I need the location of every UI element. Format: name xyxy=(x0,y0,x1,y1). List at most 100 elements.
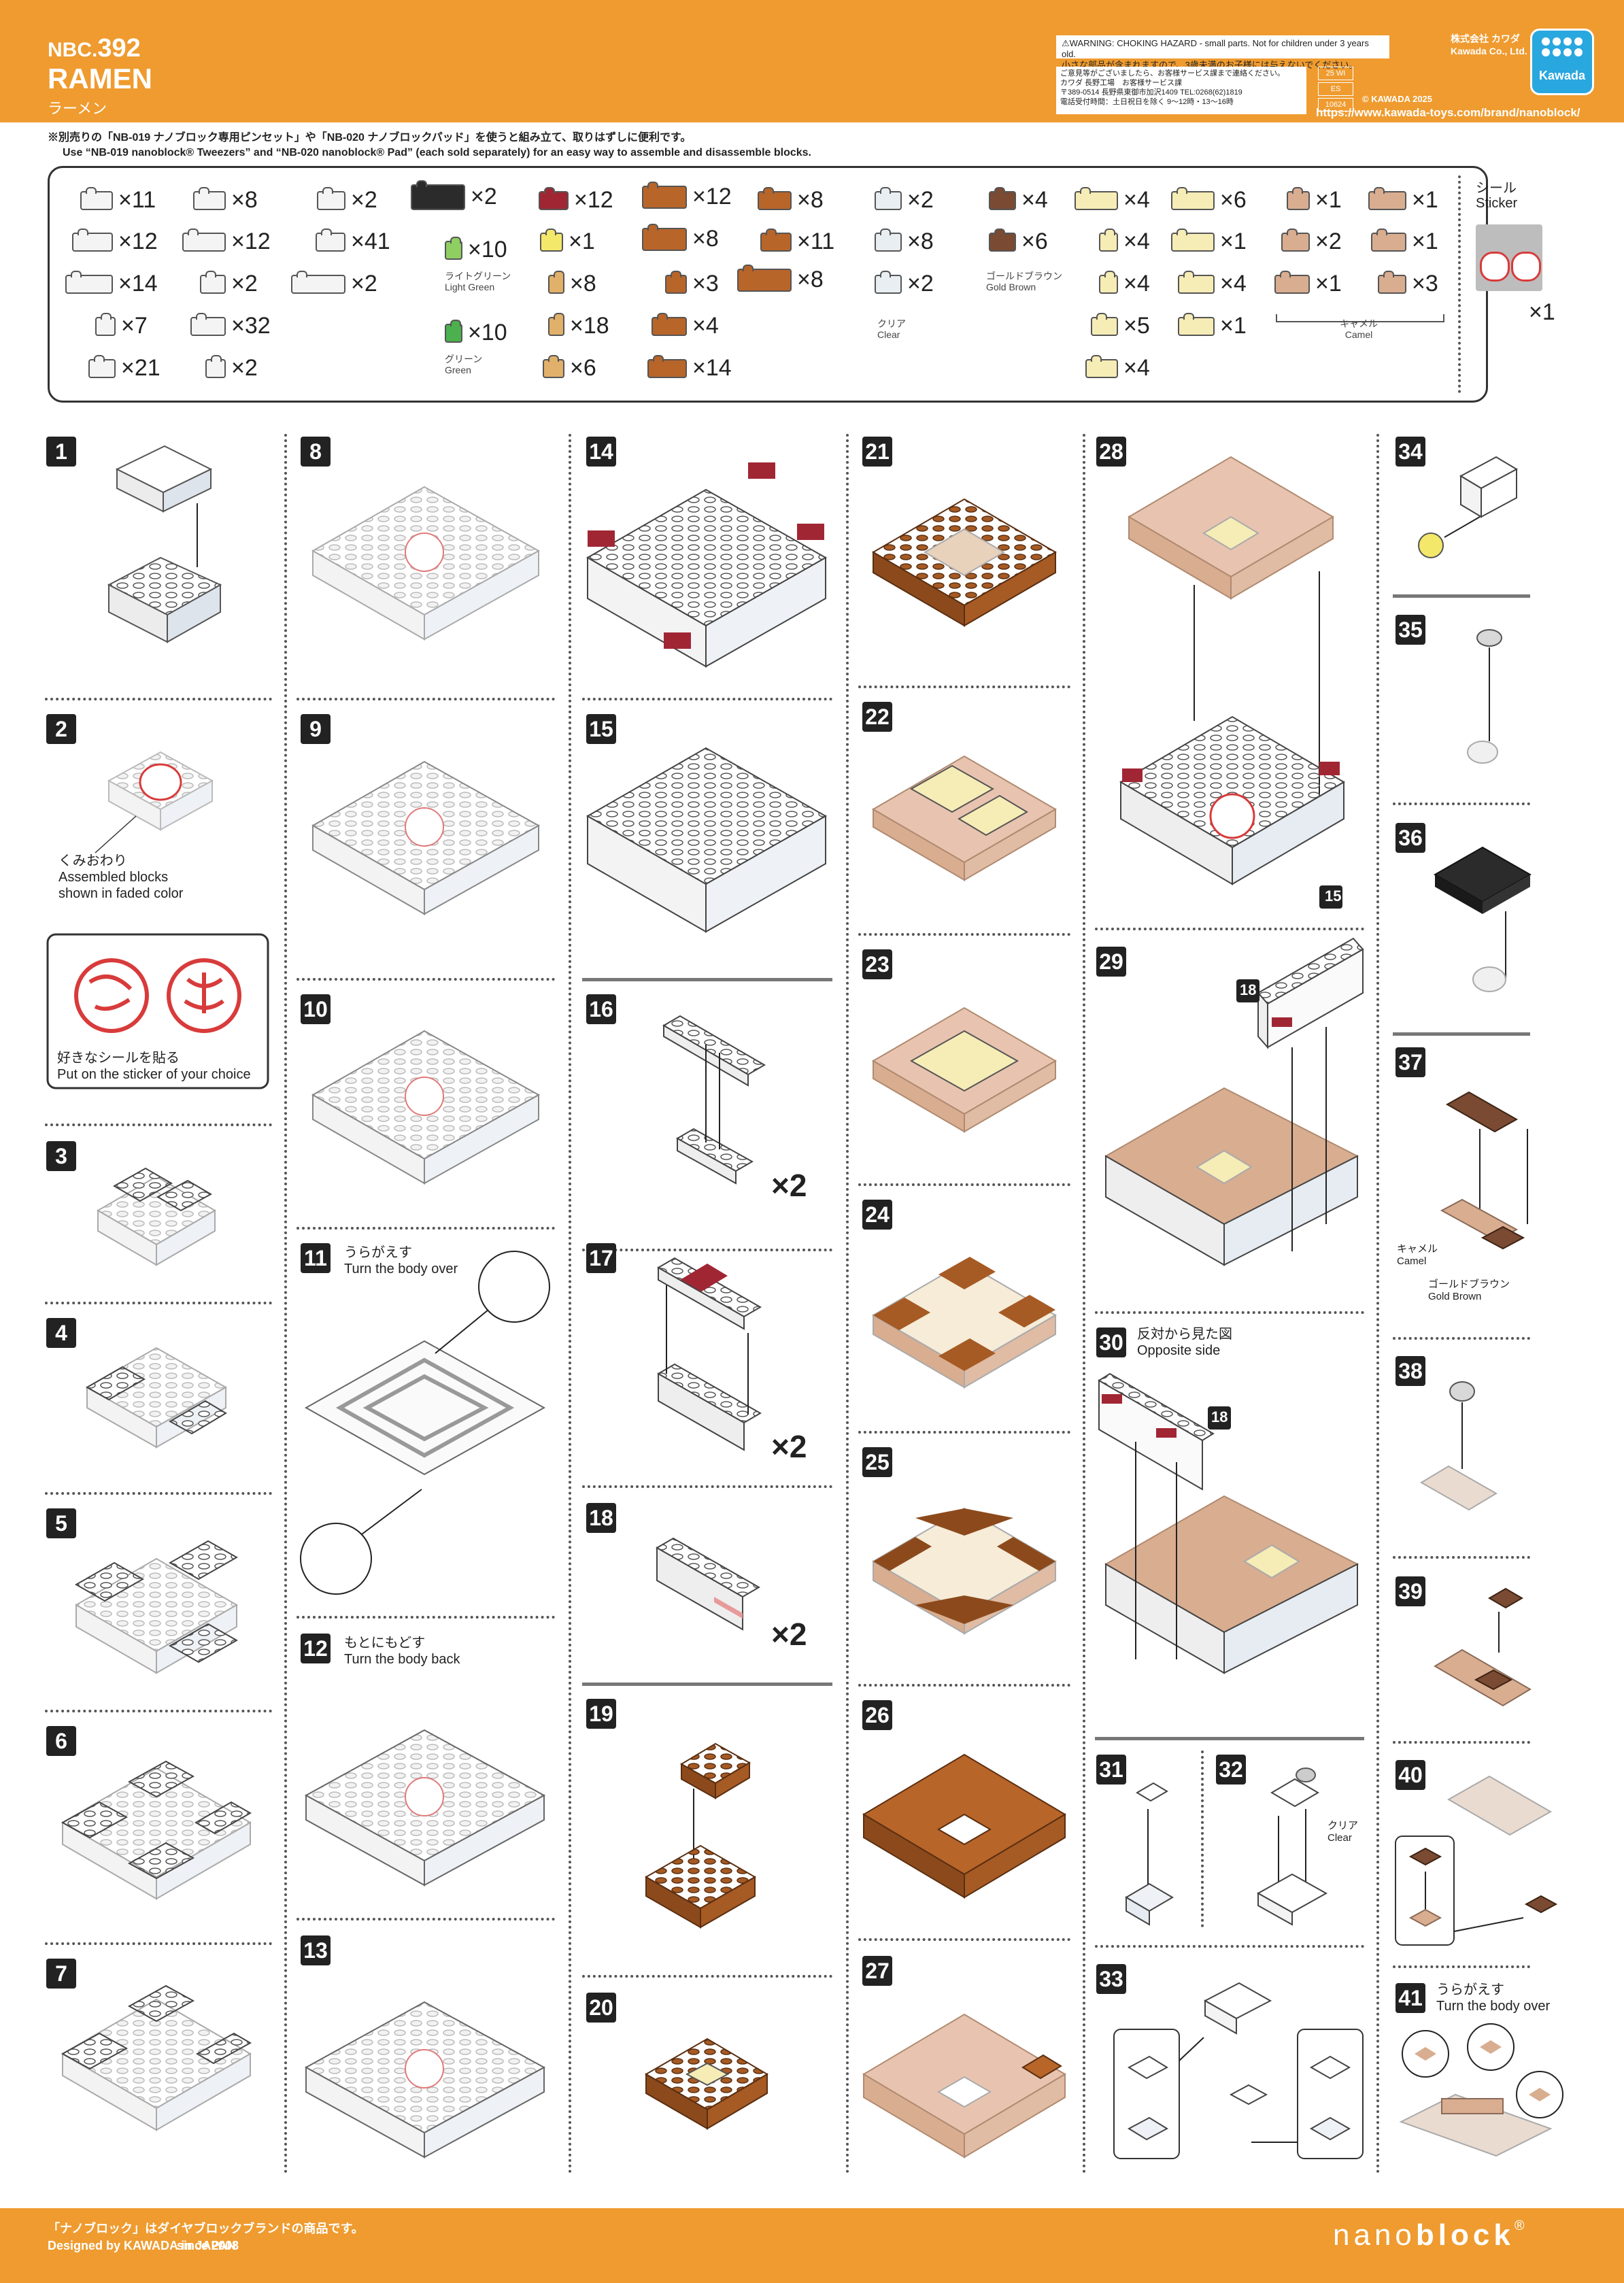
cream-brick-icon xyxy=(1171,186,1215,210)
step18-illustration xyxy=(656,1537,760,1631)
step25-illustration xyxy=(872,1507,1057,1635)
step-number: 33 xyxy=(1096,1964,1126,1994)
step-number: 2 xyxy=(46,714,76,744)
lot-code: 10624 xyxy=(1318,98,1353,112)
part-clear-3: ×2 xyxy=(875,270,934,297)
step5-illustration xyxy=(74,1540,239,1674)
step3-illustration xyxy=(97,1167,216,1266)
warning-line: ⚠WARNING: CHOKING HAZARD - small parts. … xyxy=(1062,38,1369,59)
step-divider xyxy=(45,1492,272,1495)
step-number: 28 xyxy=(1096,437,1126,467)
step9-illustration xyxy=(311,760,541,915)
white-slope-icon xyxy=(200,270,226,294)
step41-illustration xyxy=(1399,2023,1563,2157)
step-divider xyxy=(582,698,832,700)
part-white-1: ×11 xyxy=(80,186,156,214)
nanoblock-logo: nanoblock® xyxy=(1333,2218,1529,2252)
step11-illustration xyxy=(300,1251,550,1595)
step21-illustration xyxy=(872,498,1057,627)
step-number: 25 xyxy=(862,1447,892,1477)
ref-badge xyxy=(1319,885,1342,909)
product-code: NBC.392 xyxy=(48,34,141,63)
step-divider xyxy=(1393,1965,1530,1968)
part-white-13: ×2 xyxy=(291,270,377,297)
cream-round-icon xyxy=(1099,270,1118,294)
step29-illustration xyxy=(1104,937,1364,1266)
website-link[interactable]: https://www.kawada-toys.com/brand/nanobl… xyxy=(1316,106,1580,119)
product-title: RAMEN xyxy=(48,63,152,95)
column-divider xyxy=(1376,434,1379,2175)
step-divider xyxy=(45,1710,272,1712)
part-cream-9: ×1 xyxy=(1178,312,1247,339)
step-divider xyxy=(858,933,1070,936)
step-number: 34 xyxy=(1395,437,1425,467)
part-camel-6: ×3 xyxy=(1378,270,1438,297)
part-white-7: ×12 xyxy=(182,228,271,255)
step-number: 40 xyxy=(1395,1760,1425,1790)
step-number: 7 xyxy=(46,1959,76,1989)
column-divider xyxy=(846,434,849,2175)
part-cream-5: ×4 xyxy=(1085,354,1150,382)
note-en: Use “NB-019 nanoblock® Tweezers” and “NB… xyxy=(63,147,811,158)
step28-illustration xyxy=(1119,456,1345,885)
white-tile-icon xyxy=(291,270,345,294)
brown-brick-icon xyxy=(652,312,687,336)
step-number: 5 xyxy=(46,1508,76,1538)
ref-badge xyxy=(1208,1406,1231,1430)
contact-line: ご意見等がございましたら、お客様サービス課まで連絡ください。 xyxy=(1060,69,1285,78)
part-tan-3: ×6 xyxy=(543,354,596,382)
company-name: 株式会社 カワダ Kawada Co., Ltd. xyxy=(1451,33,1527,57)
part-white-12: ×41 xyxy=(316,228,390,255)
brown-brick-icon xyxy=(642,181,687,209)
step-number: 11 xyxy=(301,1243,331,1273)
white-brick-icon xyxy=(182,228,226,252)
part-white-4: ×7 xyxy=(95,312,148,339)
white-brick-icon xyxy=(193,186,226,210)
cream-stud-icon xyxy=(1099,228,1118,252)
part-brown-1: ×12 xyxy=(642,181,732,210)
step1-illustration xyxy=(107,445,222,643)
step-divider xyxy=(858,686,1070,688)
note-ja: ※別売りの「NB-019 ナノブロック専用ピンセット」や「NB-020 ナノブロ… xyxy=(48,132,692,143)
step-divider xyxy=(858,1183,1070,1186)
step7-illustration xyxy=(61,1984,252,2131)
part-brown-2: ×8 xyxy=(642,223,719,252)
white-brick-icon xyxy=(95,312,116,336)
step-divider xyxy=(858,1938,1070,1941)
part-cream-4: ×5 xyxy=(1091,312,1150,339)
step16-illustration xyxy=(662,1015,766,1185)
part-green: ×10 xyxy=(445,319,507,346)
step-divider xyxy=(1095,928,1364,930)
section-divider xyxy=(1393,1032,1530,1036)
step-number: 1 xyxy=(46,437,76,467)
step12-illustration xyxy=(304,1729,546,1887)
white-brick-icon xyxy=(80,186,113,210)
step-number: 20 xyxy=(586,1993,616,2023)
part-camel-5: ×1 xyxy=(1371,228,1438,255)
part-white-9: ×32 xyxy=(190,312,271,339)
step13-illustration xyxy=(304,2001,546,2159)
step35-illustration xyxy=(1467,629,1502,764)
kawada-logo: Kawada xyxy=(1530,29,1594,95)
footer-bar xyxy=(0,2208,1624,2283)
step-divider xyxy=(1095,1945,1364,1948)
brown-stud-icon xyxy=(665,270,687,294)
part-gold-brown-1: ×4 xyxy=(989,186,1048,214)
section-divider xyxy=(1393,594,1530,598)
company-ja: 株式会社 カワダ xyxy=(1451,33,1520,44)
lot-code: ES xyxy=(1318,82,1353,96)
part-red: ×12 xyxy=(539,186,613,214)
sticker-icon xyxy=(1480,252,1510,282)
step8-illustration xyxy=(311,486,541,641)
camel-brick-icon xyxy=(1274,270,1310,294)
cream-brick-icon xyxy=(1178,270,1215,294)
step-divider xyxy=(45,1302,272,1304)
step33-illustration xyxy=(1113,1982,1364,2159)
step-divider xyxy=(297,1227,555,1230)
